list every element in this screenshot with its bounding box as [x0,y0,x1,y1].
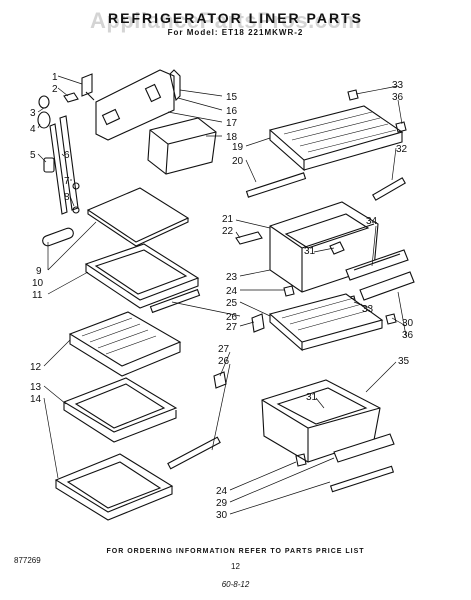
part-trim-26 [149,288,201,314]
callout-11: 11 [32,290,43,301]
callout-5: 5 [30,150,36,161]
model-subtitle: For Model: ET18 221MKWR-2 [167,28,304,37]
page-number: 12 [231,562,240,571]
part-24-small [283,285,295,297]
callout-30a: 30 [402,318,414,329]
document-code: 877269 [14,556,41,565]
part-clip-31 [329,241,345,255]
callout-26a: 26 [226,312,238,323]
callout-27b: 27 [218,344,230,355]
callout-15: 15 [226,92,238,103]
callout-12: 12 [30,362,42,373]
callout-14: 14 [30,394,42,405]
callout-10: 10 [32,278,44,289]
callout-25: 25 [226,298,238,309]
part-crisper-lower [261,379,381,463]
part-glass-shelf [86,187,190,247]
callout-23: 23 [226,272,238,283]
part-frame-14 [54,453,174,521]
callout-30b: 30 [216,510,228,521]
part-slide-22 [235,231,263,245]
callout-2: 2 [52,84,58,95]
callout-7: 7 [64,176,70,187]
callout-31b: 31 [306,392,318,403]
callout-31a: 31 [304,246,316,257]
callout-24b: 24 [216,486,228,497]
watermark: AppliancePartsPros.com [90,8,362,33]
part-clip-33 [347,89,359,101]
callout-22: 22 [222,226,234,237]
part-trim-26-lower [167,436,221,470]
callout-36a: 36 [392,92,404,103]
part-24-lower [295,453,307,467]
part-shelf-mid-right [268,293,384,352]
callout-24a: 24 [226,286,238,297]
part-9-roller [42,227,74,247]
callout-26b: 26 [218,356,230,367]
part-drawer-front-34 [345,249,415,301]
callout-33b: 33 [362,304,374,315]
callout-36b: 36 [402,330,414,341]
part-27-bracket [251,313,265,333]
part-trim-30 [329,465,395,493]
part-bracket-group [37,73,95,215]
callout-34: 34 [366,216,378,227]
callout-18: 18 [226,132,238,143]
part-trim-32 [372,177,406,201]
callout-6: 6 [64,150,70,161]
date-code: 60-8-12 [221,580,250,589]
part-small-bin [147,117,217,175]
callout-1: 1 [52,72,58,83]
part-36-small [385,313,397,325]
part-trim-20 [245,172,307,198]
part-27-lower [213,371,227,389]
callout-17: 17 [226,118,238,129]
callout-16: 16 [226,106,238,117]
part-shelf-top-right [268,105,404,172]
part-control-housing [95,69,181,141]
part-shelf-left-12 [68,311,182,377]
callout-32: 32 [396,144,408,155]
ordering-note: FOR ORDERING INFORMATION REFER TO PARTS … [106,548,365,555]
callout-13: 13 [30,382,42,393]
callout-8: 8 [64,192,70,203]
part-shelf-frame-11 [84,243,200,309]
callout-21: 21 [222,214,234,225]
callout-9: 9 [36,266,42,277]
callout-4: 4 [30,124,36,135]
callout-27a: 27 [226,322,238,333]
part-drawer-front-29 [333,433,395,463]
callout-19: 19 [232,142,244,153]
diagram-title: REFRIGERATOR LINER PARTS [108,10,363,26]
leader-lines [37,75,407,515]
callout-29: 29 [216,498,228,509]
callout-labels: 1 2 3 4 5 6 7 8 9 10 11 12 13 14 15 16 1… [30,72,414,521]
part-crisper-drawer [269,201,379,293]
part-clip-36 [395,121,407,133]
callout-20: 20 [232,156,244,167]
callout-33a: 33 [392,80,404,91]
callout-3: 3 [30,108,36,119]
part-shelf-frame-13 [62,377,178,443]
callout-35: 35 [398,356,410,367]
